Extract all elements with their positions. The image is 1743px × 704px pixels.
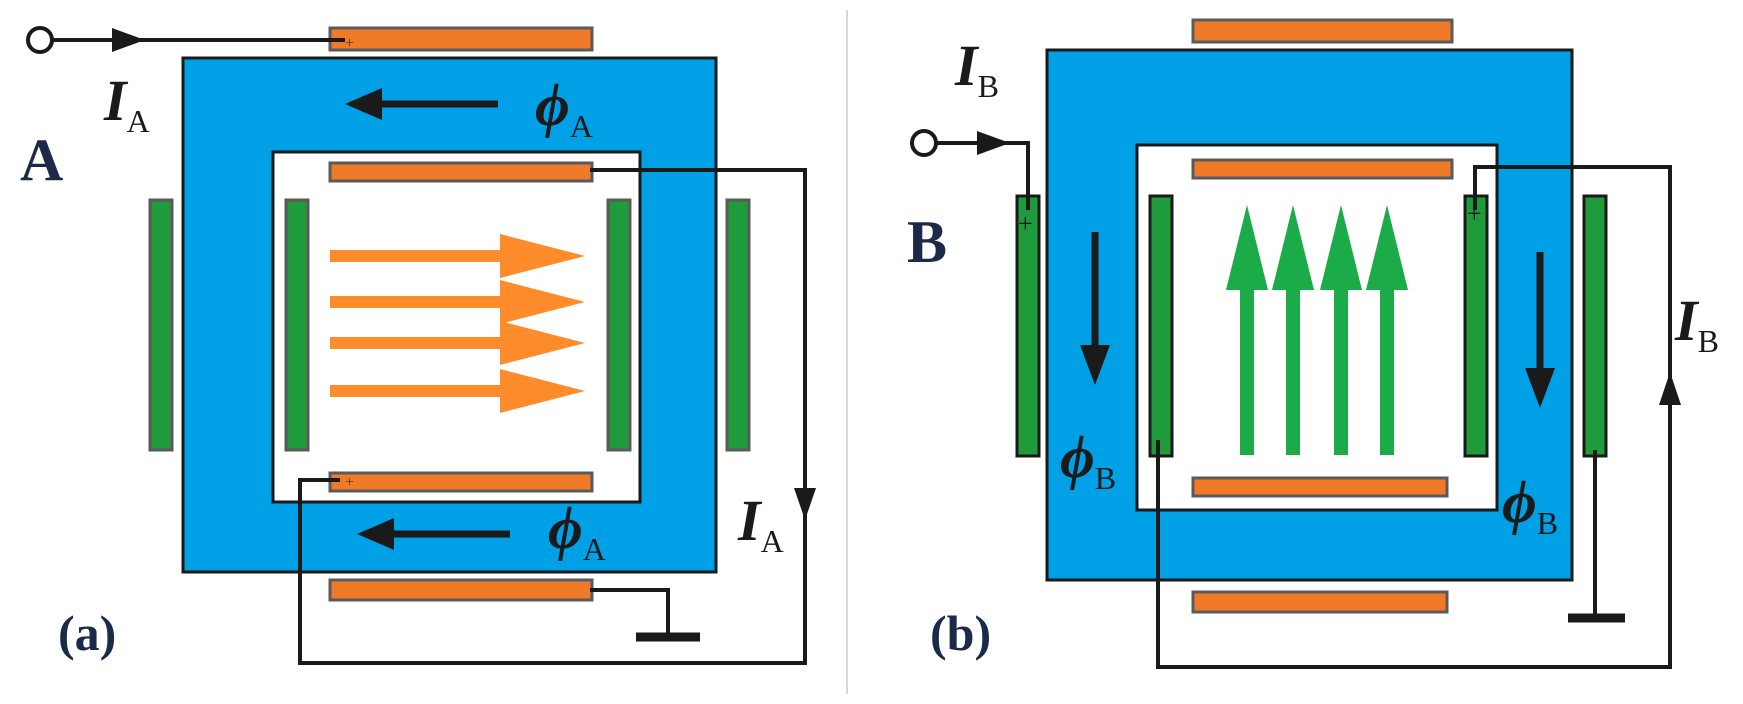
field-arrow-b-1 <box>1226 205 1268 455</box>
current-label-b-top: IB <box>954 33 999 104</box>
wiring-a <box>52 38 807 665</box>
field-arrow-b-3 <box>1320 205 1362 455</box>
field-arrow-b-2 <box>1272 205 1314 455</box>
polarity-mark-a: + <box>345 474 354 491</box>
wire-a-loop <box>298 168 807 665</box>
field-arrow-a-3 <box>330 321 585 365</box>
flux-arrow-b-right <box>1525 252 1555 408</box>
field-arrow-b-4 <box>1366 205 1408 455</box>
orange-plate-bottom-inner <box>328 471 594 493</box>
green-plate-right-outer <box>725 198 751 452</box>
polarity-mark-b: + <box>1018 209 1033 238</box>
flux-arrow-b-left <box>1080 232 1110 385</box>
orange-plate-top-inner <box>328 161 594 183</box>
panel-b: + + <box>910 18 1681 669</box>
wiring-b <box>936 141 1672 669</box>
panel-a: + + <box>26 26 816 665</box>
field-arrows-b <box>1226 205 1408 455</box>
green-plate-right-outer-b <box>1582 194 1608 458</box>
field-arrows-a <box>330 234 585 413</box>
panel-a-caption: (a) <box>58 605 116 661</box>
input-wire-b <box>936 141 1030 210</box>
core-a <box>181 56 718 574</box>
flux-label-b-left: ϕB <box>1060 424 1116 496</box>
orange-plate-top-outer-b <box>1191 18 1454 44</box>
flux-label-a-top: ϕA <box>535 72 593 144</box>
green-plate-left-inner-b <box>1148 194 1174 458</box>
flux-label-b-right: ϕB <box>1502 469 1558 541</box>
current-arrowhead-b-right <box>1659 372 1681 405</box>
polarity-mark-a: + <box>345 35 354 52</box>
green-plate-left-inner <box>284 198 310 452</box>
field-arrow-a-4 <box>330 369 585 413</box>
panel-a-label: A <box>20 127 63 193</box>
orange-plate-bottom-outer <box>328 578 594 602</box>
green-plate-right-inner-b <box>1463 194 1489 458</box>
current-label-a-top: IA <box>103 68 150 139</box>
wire-b-loop <box>1156 165 1672 669</box>
field-arrow-a-2 <box>330 280 585 324</box>
input-terminal-a <box>26 26 54 54</box>
ground-lead-a <box>590 588 670 635</box>
polarity-mark-b: + <box>1467 199 1482 228</box>
input-terminal-b <box>910 129 938 157</box>
current-label-a-right: IA <box>737 488 784 559</box>
flux-label-a-bottom: ϕA <box>548 495 606 567</box>
flux-arrow-a-bottom <box>357 518 510 550</box>
green-plate-right-inner <box>606 198 632 452</box>
orange-plate-top-inner-b <box>1191 158 1454 180</box>
green-plate-left-outer <box>148 198 174 452</box>
current-arrowhead-a-right <box>794 488 816 520</box>
core-b <box>1045 48 1574 582</box>
panel-b-caption: (b) <box>930 605 991 661</box>
current-arrowhead-a-input <box>112 28 145 52</box>
panel-b-label: B <box>907 209 947 275</box>
orange-plate-top-outer <box>328 26 594 52</box>
current-label-b-right: IB <box>1674 288 1719 359</box>
orange-plate-bottom-outer-b <box>1191 590 1449 614</box>
current-arrowhead-b-input <box>977 131 1010 155</box>
orange-plate-bottom-inner-b <box>1191 476 1449 498</box>
field-arrow-a-1 <box>330 234 585 278</box>
flux-arrow-a-top <box>345 88 498 120</box>
